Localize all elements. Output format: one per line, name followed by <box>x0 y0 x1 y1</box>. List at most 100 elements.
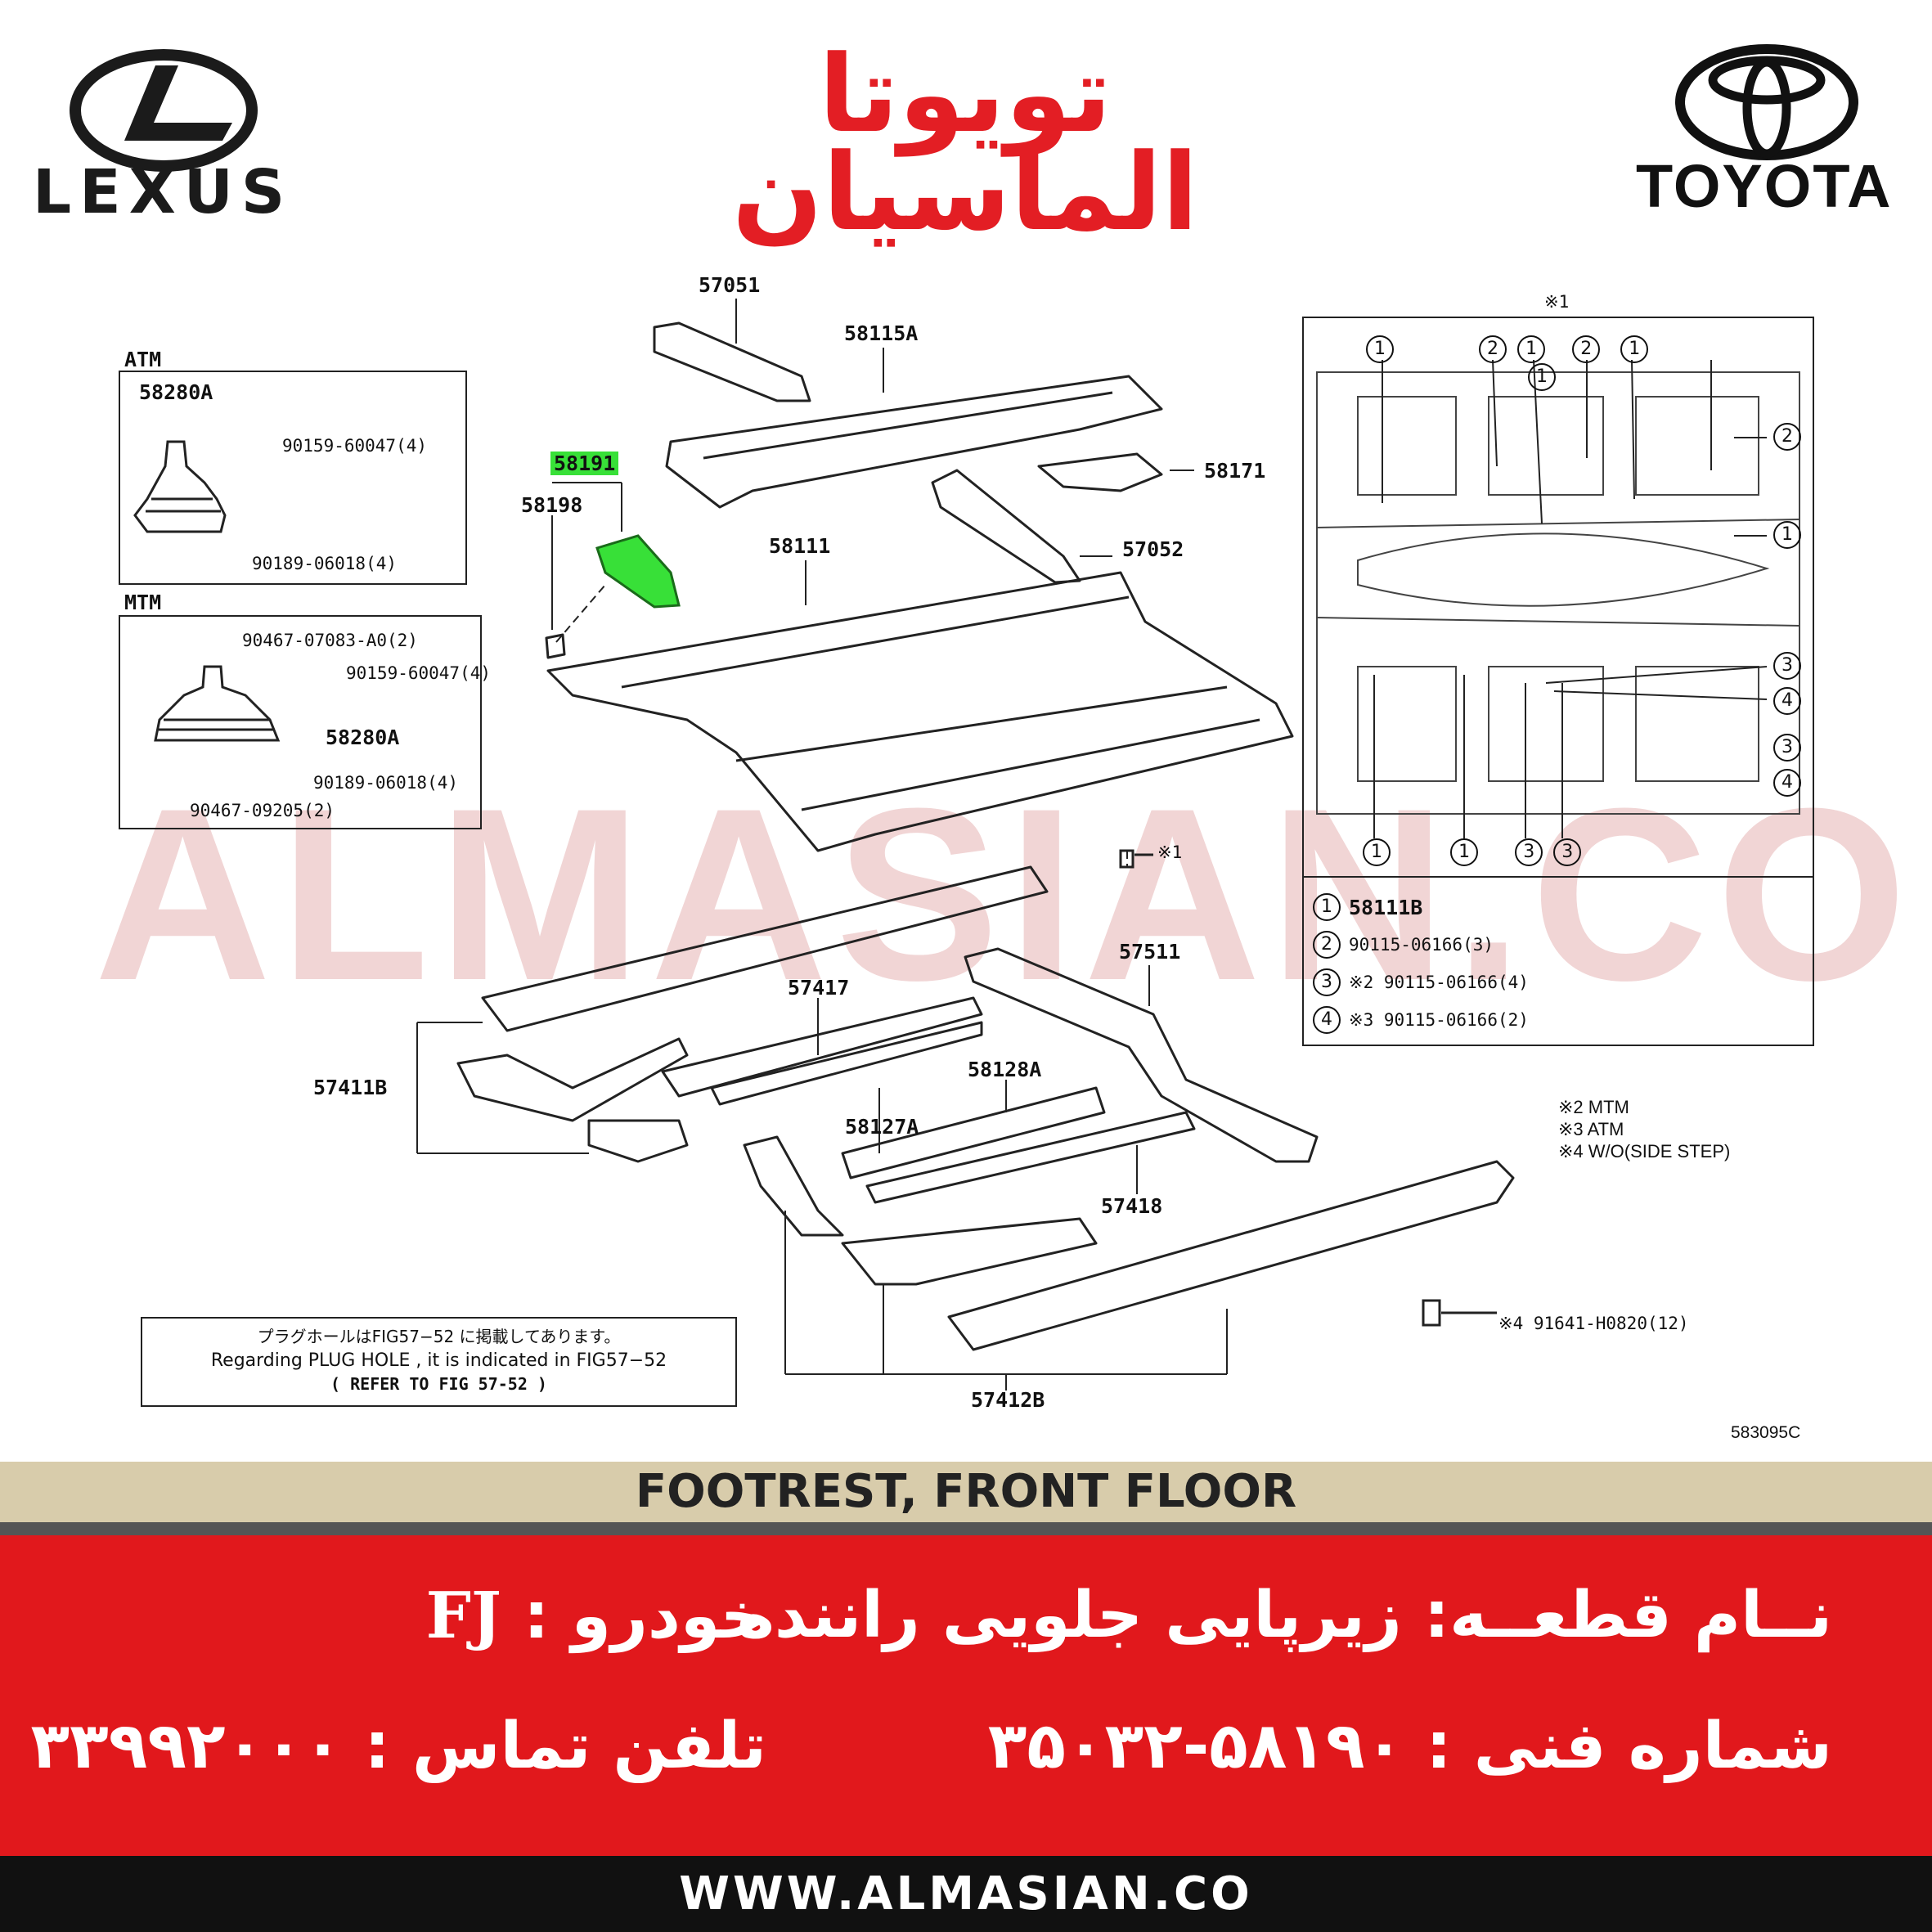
toyota-logo <box>1669 41 1865 164</box>
part-57051-shape <box>653 321 811 402</box>
inset-callout-top: 1 <box>1366 335 1394 363</box>
inset-callout-right-2: 2 <box>1773 423 1801 451</box>
inset-callout-right-3a: 3 <box>1773 652 1801 680</box>
part-57511-shape <box>964 947 1319 1163</box>
atm-bolt-90159: 90159-60047(4) <box>282 436 428 456</box>
callout-1: 1 <box>1366 335 1394 363</box>
part-57052-shape <box>931 469 1081 584</box>
mtm-boot-drawing <box>154 665 281 742</box>
part-57411b-mid <box>456 1037 689 1122</box>
plug-note-en: Regarding PLUG HOLE , it is indicated in… <box>210 1350 667 1371</box>
part-57411b-upper <box>481 865 1049 1032</box>
mtm-label: MTM <box>124 591 162 614</box>
legend-row: 3 ※2 90115-06166(4) <box>1313 964 1804 1001</box>
callout-2: 2 <box>1479 335 1507 363</box>
figure-id: 583095C <box>1731 1423 1801 1442</box>
label-58191[interactable]: 58191 <box>550 452 619 475</box>
notes: ※2 MTM ※3 ATM ※4 W/O(SIDE STEP) <box>1558 1096 1730 1162</box>
label-58115a: 58115A <box>844 321 919 345</box>
lexus-logo-icon <box>70 49 258 172</box>
shop-logo-line1: تویوتا <box>818 32 1112 156</box>
vehicle-label: خودرو : <box>501 1579 766 1653</box>
part-58111-shape <box>546 571 1294 852</box>
toyota-wordmark: TOYOTA <box>1636 152 1893 220</box>
legend-row: 1 58111B <box>1313 888 1804 926</box>
toyota-logo-icon <box>1675 44 1858 160</box>
label-58127a: 58127A <box>845 1115 919 1139</box>
shop-logo-line2: الماسیان <box>731 130 1199 254</box>
label-58111: 58111 <box>769 534 831 558</box>
title-band <box>0 1462 1932 1522</box>
label-57511: 57511 <box>1119 940 1181 964</box>
inset-box <box>1302 317 1814 1046</box>
label-57417: 57417 <box>788 976 850 1000</box>
note-side-step: ※4 W/O(SIDE STEP) <box>1558 1141 1731 1161</box>
label-57412b: 57412B <box>971 1388 1045 1412</box>
info-panel <box>0 1535 1932 1856</box>
watermark: ALMASIAN.CO <box>94 757 1916 1031</box>
part-name: نــام قطعــه: زیرپایی جلویی راننده <box>736 1579 1832 1652</box>
inset-callout-right-4b: 4 <box>1773 769 1801 797</box>
part-58127a-shape <box>841 1086 1106 1179</box>
footer-bar <box>0 1856 1932 1932</box>
plug-note-ref: ( REFER TO FIG 57-52 ) <box>330 1374 547 1394</box>
part-57412b-mid <box>841 1217 1098 1286</box>
inset-callout-right-4a: 4 <box>1773 687 1801 715</box>
atm-part-58280a: 58280A <box>139 380 213 404</box>
legend-row: 2 90115-06166(3) <box>1313 926 1804 964</box>
callout-1: 1 <box>1620 335 1649 363</box>
mtm-bolt-90189: 90189-06018(4) <box>313 773 459 793</box>
label-58198: 58198 <box>521 493 583 517</box>
atm-box <box>119 371 467 585</box>
label-58128a: 58128A <box>968 1058 1042 1081</box>
label-57052: 57052 <box>1122 537 1184 561</box>
lexus-logo <box>33 49 294 213</box>
shop-logo: تویوتا الماسیان <box>638 41 1292 254</box>
separator <box>0 1522 1932 1535</box>
phone: تلفن تماس : ۳۳۹۹۲۰۰۰ <box>30 1710 766 1783</box>
mtm-part-58280a: 58280A <box>326 726 400 749</box>
atm-label: ATM <box>124 348 162 371</box>
part-57411b-lower <box>587 1119 689 1163</box>
callout-2: 2 <box>1572 335 1601 363</box>
parts-diagram <box>416 299 1515 1391</box>
atm-boot-drawing <box>133 440 227 533</box>
callout-1: 1 <box>1517 335 1546 363</box>
callout-1: 1 <box>1528 363 1556 391</box>
page-title: FOOTREST, FRONT FLOOR <box>635 1465 1297 1518</box>
lexus-wordmark: LEXUS <box>33 157 294 227</box>
part-58171-shape <box>1037 452 1163 492</box>
label-57051: 57051 <box>699 273 761 297</box>
inset-callout-right-3b: 3 <box>1773 734 1801 762</box>
inset-title: ※1 <box>1544 292 1570 312</box>
label-58171: 58171 <box>1204 459 1266 483</box>
plug-hole-note: プラグホールはFIG57−52 に掲載してあります。 Regarding PLU… <box>141 1317 737 1407</box>
note-mtm: ※2 MTM <box>1558 1097 1629 1117</box>
atm-bolt-90189: 90189-06018(4) <box>252 554 398 573</box>
label-57411b: 57411B <box>313 1076 388 1099</box>
vehicle-value: FJ <box>425 1579 501 1653</box>
inset-divider <box>1302 876 1813 878</box>
note-atm: ※3 ATM <box>1558 1119 1624 1139</box>
inset-legend: 1 58111B 2 90115-06166(3) 3 ※2 90115-061… <box>1313 888 1804 1039</box>
part-58191-highlight <box>595 534 681 609</box>
label-ref-1: ※1 <box>1157 842 1183 862</box>
part-57417-shape <box>661 996 983 1098</box>
website-link[interactable]: WWW.ALMASIAN.CO <box>679 1867 1253 1921</box>
plug-note-jp: プラグホールはFIG57−52 に掲載してあります。 <box>257 1327 621 1346</box>
part-58115a-shape <box>665 375 1163 509</box>
label-bolt-91641: ※4 91641-H0820(12) <box>1498 1314 1689 1333</box>
part-57412b-left <box>743 1135 844 1237</box>
inset-callouts-row: 2 1 2 1 1 <box>1479 335 1724 391</box>
inset-floor-drawing <box>1316 359 1800 838</box>
tech-number: شماره فنی : ۵۸۱۹۰-۳۵۰۳۲ <box>987 1710 1832 1783</box>
part-58128a-shape <box>865 1111 1196 1204</box>
part-57412b-right <box>947 1160 1515 1351</box>
label-57418: 57418 <box>1101 1194 1163 1218</box>
inset-callout-right-1: 1 <box>1773 521 1801 549</box>
mtm-box <box>119 615 482 829</box>
mtm-clip-90467-09205: 90467-09205(2) <box>190 801 335 820</box>
vehicle: خودرو : FJ <box>426 1579 766 1653</box>
legend-row: 4 ※3 90115-06166(2) <box>1313 1001 1804 1039</box>
mtm-clip-90467-07083: 90467-07083-A0(2) <box>242 631 418 650</box>
